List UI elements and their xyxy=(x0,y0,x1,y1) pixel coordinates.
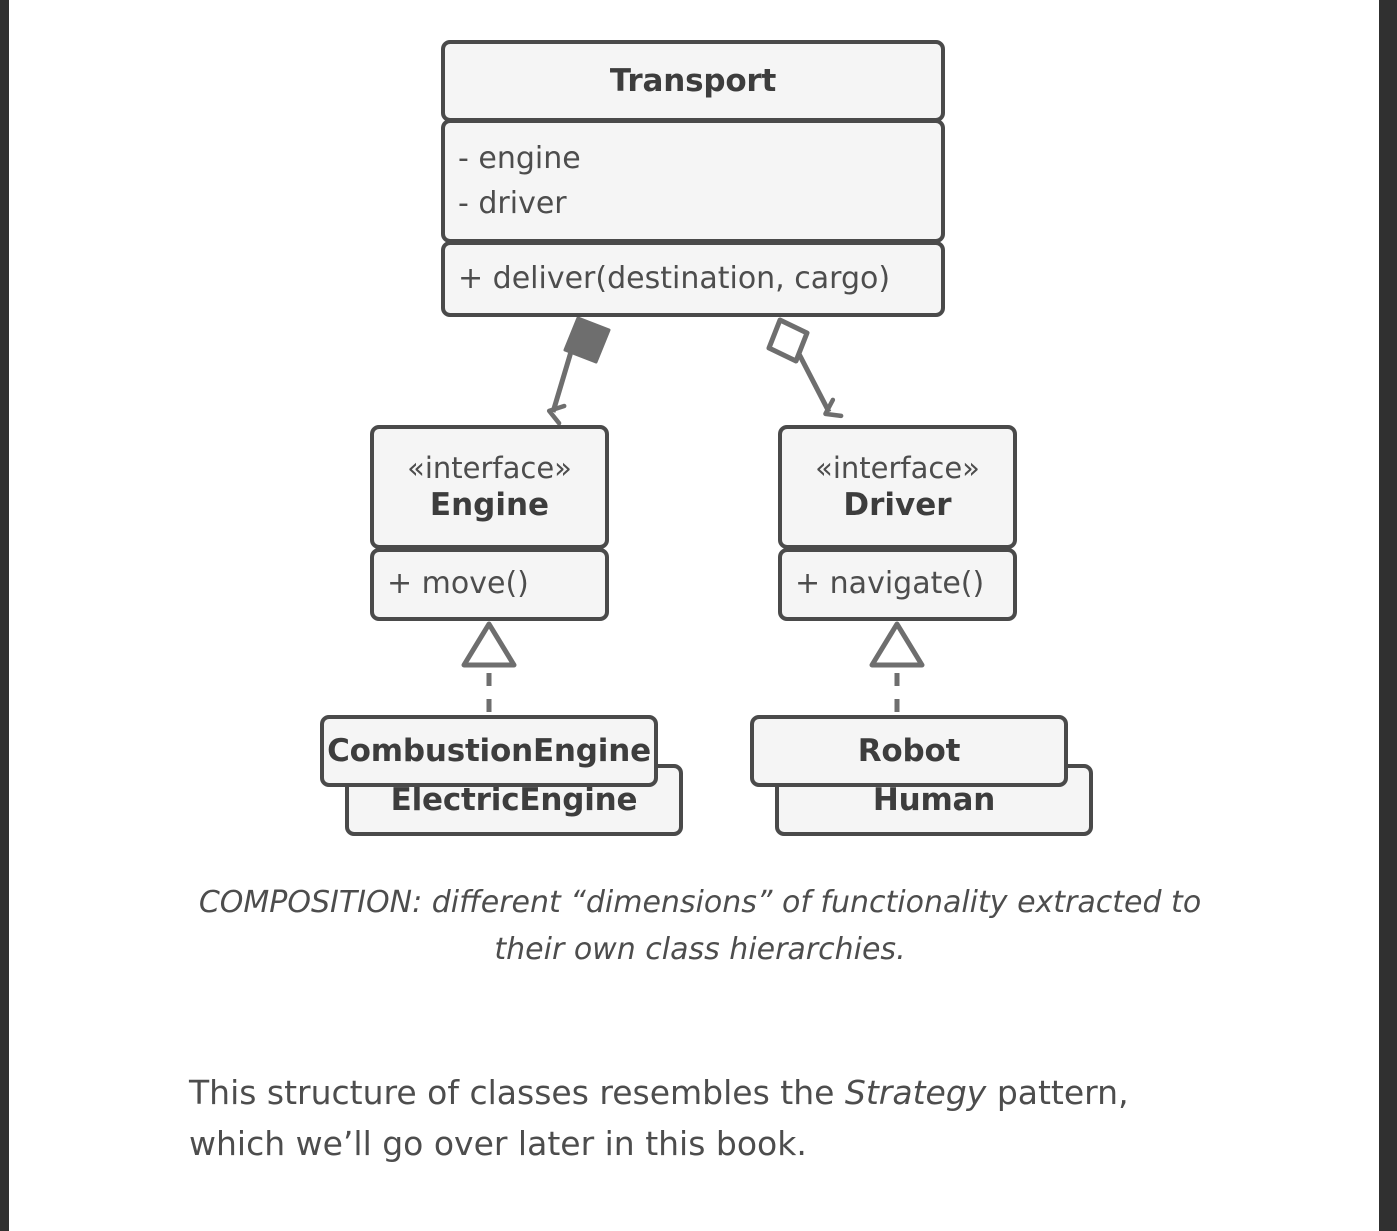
composition-diamond-filled xyxy=(563,316,611,364)
realization-triangle-hollow xyxy=(869,621,925,668)
connector-transport-engine xyxy=(546,316,611,426)
operation-deliver: + deliver(destination, cargo) xyxy=(458,260,891,296)
operation-move: + move() xyxy=(387,566,529,602)
class-box-transport-operations[interactable]: + deliver(destination, cargo) xyxy=(441,241,945,317)
body-text-emphasis: Strategy xyxy=(844,1073,987,1112)
class-name-combustionengine: CombustionEngine xyxy=(327,733,651,769)
body-paragraph: This structure of classes resembles the … xyxy=(189,1067,1219,1169)
class-box-combustionengine[interactable]: CombustionEngine xyxy=(320,715,658,787)
uml-class-diagram: Transport - engine - driver + deliver(de… xyxy=(9,0,1379,860)
body-text-part1: This structure of classes resembles the xyxy=(189,1073,845,1112)
connector-transport-driver xyxy=(766,317,844,419)
diagram-connectors xyxy=(461,316,925,712)
stereotype-driver: «interface» xyxy=(815,450,980,485)
class-box-transport-attributes[interactable]: - engine - driver xyxy=(441,119,945,243)
class-box-engine-header[interactable]: «interface» Engine xyxy=(370,425,609,549)
operation-navigate: + navigate() xyxy=(795,566,985,602)
connector-combustionengine-engine xyxy=(461,621,517,712)
page-content: Transport - engine - driver + deliver(de… xyxy=(9,0,1379,1231)
connector-robot-driver xyxy=(869,621,925,712)
class-name-driver: Driver xyxy=(843,486,952,523)
class-box-engine-operations[interactable]: + move() xyxy=(370,548,609,621)
realization-triangle-hollow xyxy=(461,621,517,668)
aggregation-diamond-hollow xyxy=(766,317,810,364)
class-name-electricengine: ElectricEngine xyxy=(390,782,638,818)
class-box-driver-header[interactable]: «interface» Driver xyxy=(778,425,1017,549)
class-box-driver-operations[interactable]: + navigate() xyxy=(778,548,1017,621)
page-rail-left xyxy=(0,0,9,1231)
attribute-engine: - engine xyxy=(458,141,581,176)
attribute-driver: - driver xyxy=(458,186,567,221)
page-rail-right xyxy=(1379,0,1397,1231)
stereotype-engine: «interface» xyxy=(407,450,572,485)
body-text-part2: pattern, which we’ll go over later in th… xyxy=(189,1073,1129,1164)
figure-caption: COMPOSITION: different “dimensions” of f… xyxy=(198,885,1202,967)
class-box-transport-title[interactable]: Transport xyxy=(441,40,945,122)
class-box-robot[interactable]: Robot xyxy=(750,715,1068,787)
class-name-transport: Transport xyxy=(609,63,777,99)
class-name-engine: Engine xyxy=(429,486,550,523)
class-name-robot: Robot xyxy=(857,733,961,769)
class-name-human: Human xyxy=(872,782,996,818)
